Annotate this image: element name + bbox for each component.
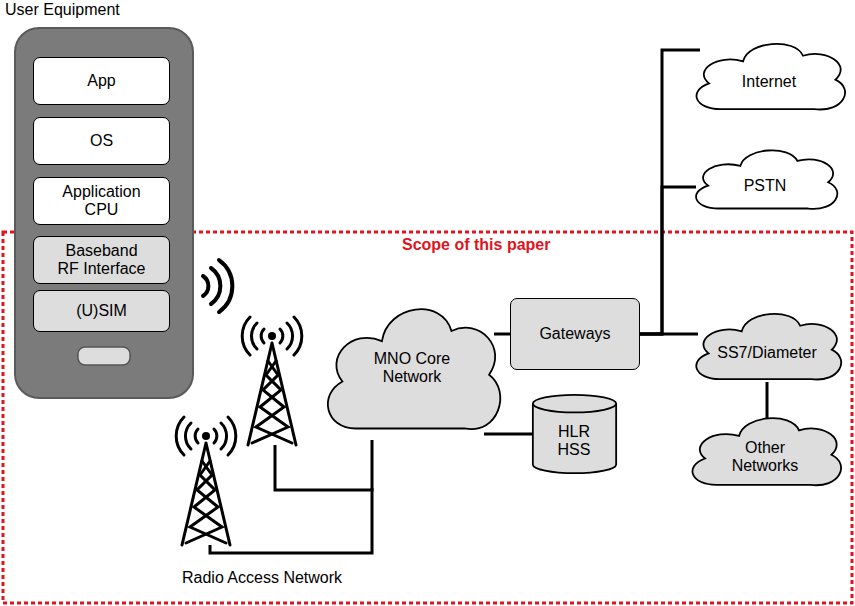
node-label: App bbox=[87, 72, 115, 90]
home-button bbox=[78, 347, 130, 365]
node-label: Other Networks bbox=[723, 439, 808, 475]
network-link bbox=[640, 50, 700, 334]
node-label: SS7/Diameter bbox=[717, 344, 817, 362]
node-label: OS bbox=[90, 132, 113, 150]
signalling-cloud: SS7/Diameter bbox=[688, 300, 846, 392]
node-label: PSTN bbox=[744, 177, 787, 195]
network-link bbox=[484, 433, 533, 436]
backhaul-wire bbox=[210, 440, 372, 553]
node-label: HLR HSS bbox=[552, 423, 597, 459]
node-label: Internet bbox=[742, 73, 796, 91]
device-heading: User Equipment bbox=[5, 1, 120, 19]
network-link bbox=[494, 333, 510, 336]
network-link bbox=[766, 382, 769, 418]
sim-box: (U)SIM bbox=[33, 290, 170, 332]
other-networks-cloud: Other Networks bbox=[684, 404, 846, 498]
cell-tower bbox=[176, 417, 236, 545]
database-cylinder: HLR HSS bbox=[532, 394, 617, 474]
node-label: Gateways bbox=[539, 325, 610, 343]
radio-waves bbox=[203, 260, 232, 312]
app-box: App bbox=[33, 57, 170, 105]
node-label: MNO Core Network bbox=[355, 350, 470, 386]
network-link bbox=[640, 187, 696, 334]
baseband-box: Baseband RF Interface bbox=[33, 236, 170, 284]
node-label: Application CPU bbox=[56, 183, 148, 219]
node-label: (U)SIM bbox=[76, 302, 127, 320]
user-equipment: User EquipmentAppOSApplication CPUBaseba… bbox=[15, 28, 193, 398]
network-link bbox=[640, 333, 698, 336]
cpu-box: Application CPU bbox=[33, 177, 170, 225]
internet-cloud: Internet bbox=[688, 30, 850, 122]
os-box: OS bbox=[33, 117, 170, 165]
region-label: Radio Access Network bbox=[182, 569, 342, 587]
pstn-cloud: PSTN bbox=[688, 138, 842, 220]
scope-label: Scope of this paper bbox=[400, 236, 552, 254]
core-network-cloud: MNO Core Network bbox=[318, 284, 506, 452]
node-label: Baseband RF Interface bbox=[56, 242, 148, 278]
cell-tower bbox=[242, 317, 302, 445]
gateway-box: Gateways bbox=[510, 298, 640, 370]
phone-body bbox=[15, 28, 193, 398]
